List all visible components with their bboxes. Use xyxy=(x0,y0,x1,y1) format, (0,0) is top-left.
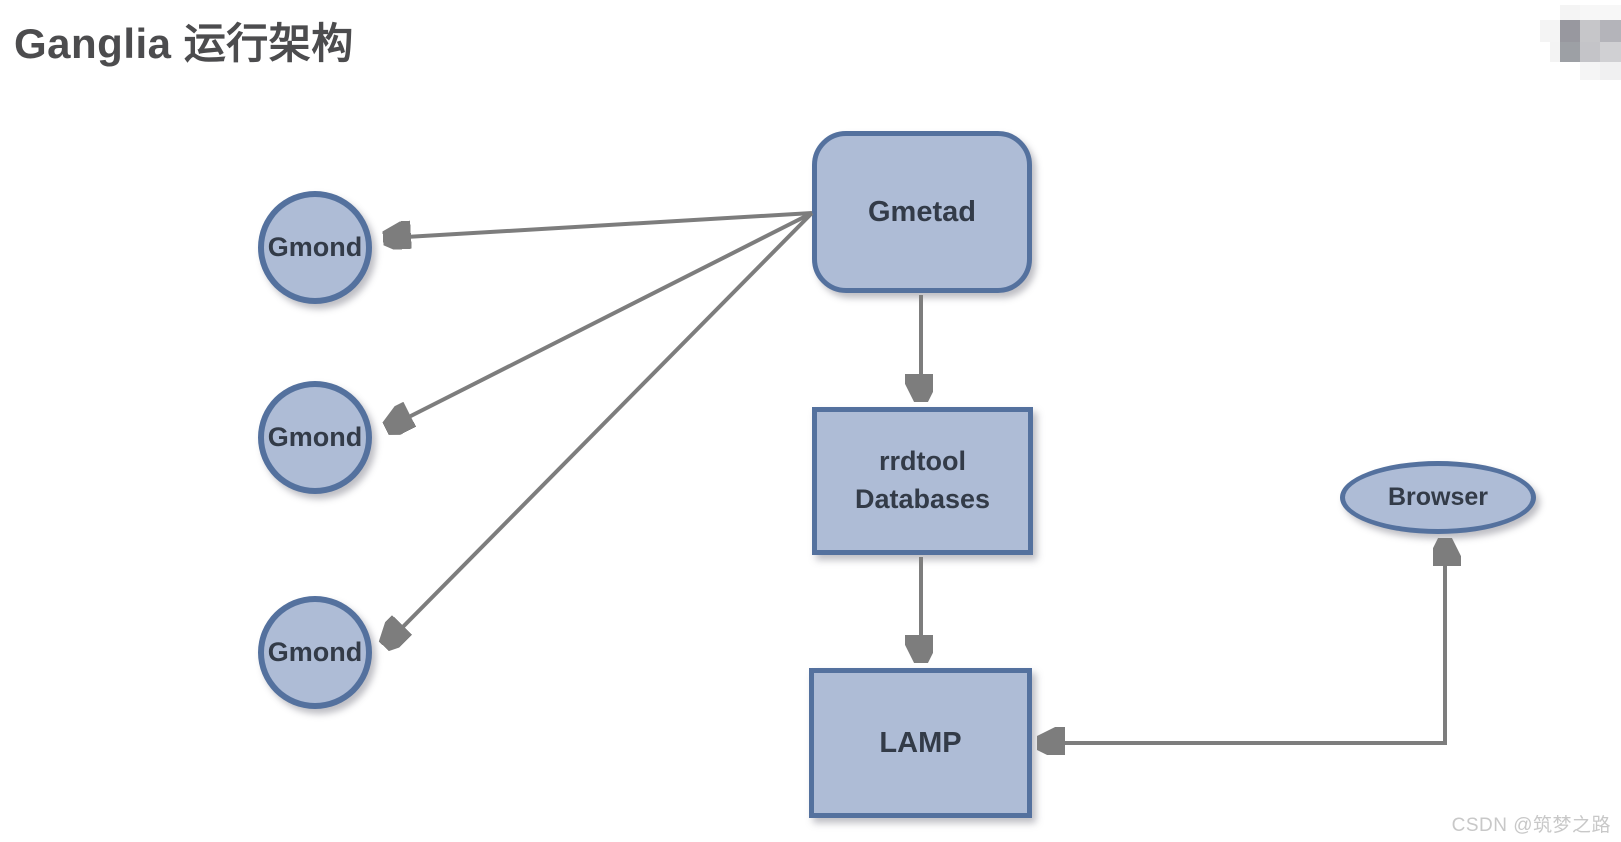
pixelated-logo xyxy=(1540,5,1621,80)
node-gmond-top-label: Gmond xyxy=(267,232,363,262)
node-rrdtool-databases: rrdtool Databases xyxy=(812,407,1033,555)
arrow-gmetad-to-gmond-bottom xyxy=(388,211,814,642)
node-gmond-middle: Gmond xyxy=(258,381,372,494)
node-lamp-label: LAMP xyxy=(879,726,962,759)
arrow-gmetad-to-gmond-top xyxy=(389,211,813,238)
node-gmetad: Gmetad xyxy=(812,131,1032,293)
node-gmetad-label: Gmetad xyxy=(868,195,976,228)
node-gmond-bottom-label: Gmond xyxy=(267,637,363,667)
csdn-watermark: CSDN @筑梦之路 xyxy=(1451,815,1611,836)
page-title: Ganglia 运行架构 xyxy=(14,20,354,67)
node-gmond-bottom: Gmond xyxy=(258,596,372,709)
node-browser: Browser xyxy=(1340,461,1536,534)
node-lamp: LAMP xyxy=(809,668,1032,818)
node-gmond-top: Gmond xyxy=(258,191,372,304)
node-gmond-middle-label: Gmond xyxy=(267,422,363,452)
arrow-gmetad-to-gmond-middle xyxy=(391,211,813,426)
node-browser-label: Browser xyxy=(1387,483,1489,511)
node-rrdtool-databases-label: rrdtool Databases xyxy=(854,446,991,514)
